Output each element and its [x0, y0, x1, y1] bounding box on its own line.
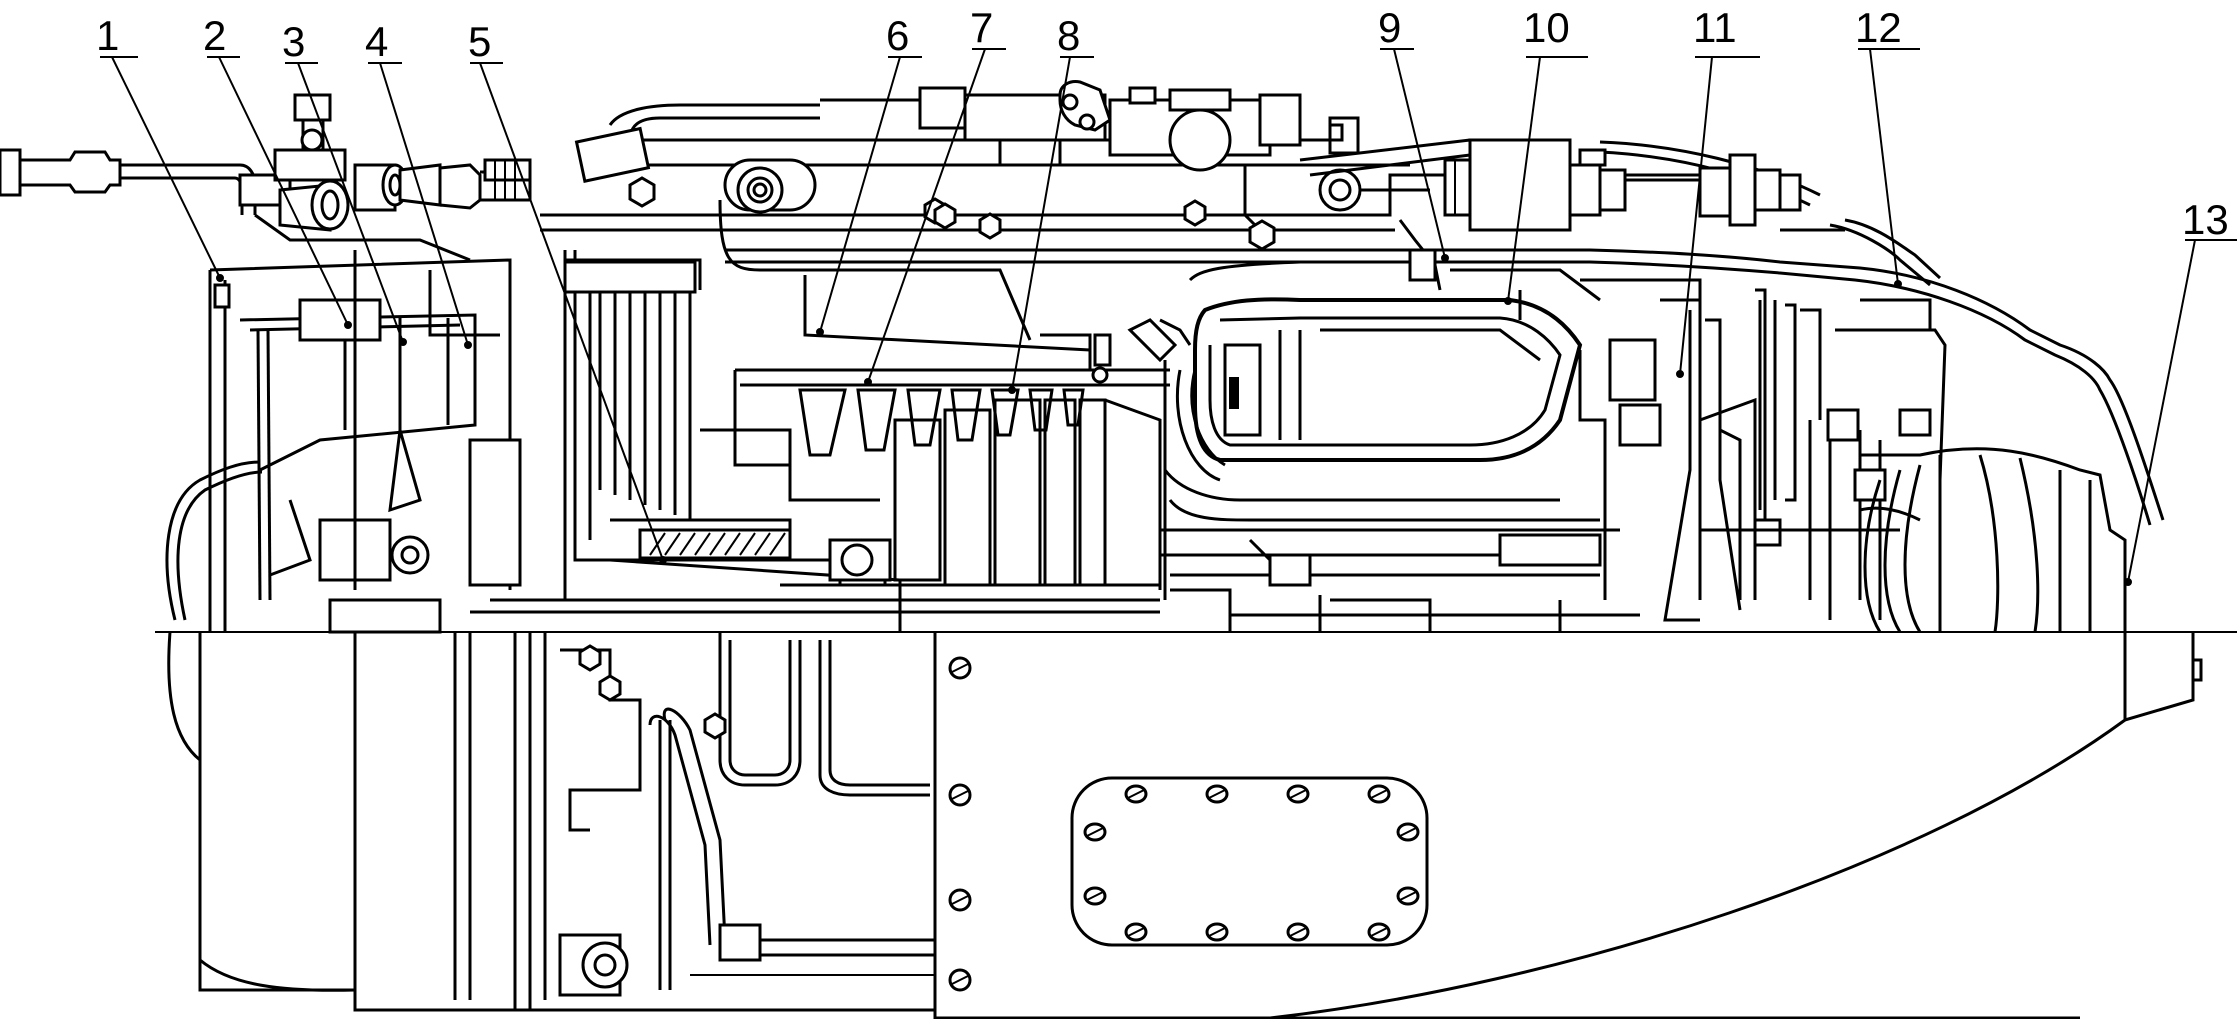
callout-1: 1 — [96, 12, 119, 59]
access-panel — [1070, 776, 1429, 947]
callout-9: 9 — [1378, 4, 1401, 51]
upper-casing — [165, 250, 2127, 634]
callout-6: 6 — [886, 12, 909, 59]
callout-13: 13 — [2182, 196, 2229, 243]
callout-8: 8 — [1057, 12, 1080, 59]
callout-7: 7 — [970, 4, 993, 51]
lower-housing — [167, 631, 2203, 1019]
access-panel-screws — [1083, 784, 1420, 942]
callout-2: 2 — [203, 12, 226, 59]
callout-10: 10 — [1523, 4, 1570, 51]
callout-5: 5 — [468, 18, 491, 65]
outer-tubing — [0, 80, 2165, 602]
leader-lines — [100, 48, 2237, 583]
impeller-hatch — [649, 532, 786, 556]
combustion-liner — [1193, 297, 1583, 462]
inlet-fitting-cluster — [238, 93, 532, 262]
callout-12: 12 — [1855, 4, 1902, 51]
callout-4: 4 — [365, 18, 388, 65]
leader-dots — [216, 254, 2132, 586]
callout-labels: 1 2 3 4 5 6 7 8 9 10 11 12 13 — [96, 4, 2229, 243]
radial-impeller-blades — [598, 280, 692, 520]
gearbox-screws — [948, 656, 972, 992]
callout-11: 11 — [1693, 4, 1737, 51]
callout-3: 3 — [282, 18, 305, 65]
